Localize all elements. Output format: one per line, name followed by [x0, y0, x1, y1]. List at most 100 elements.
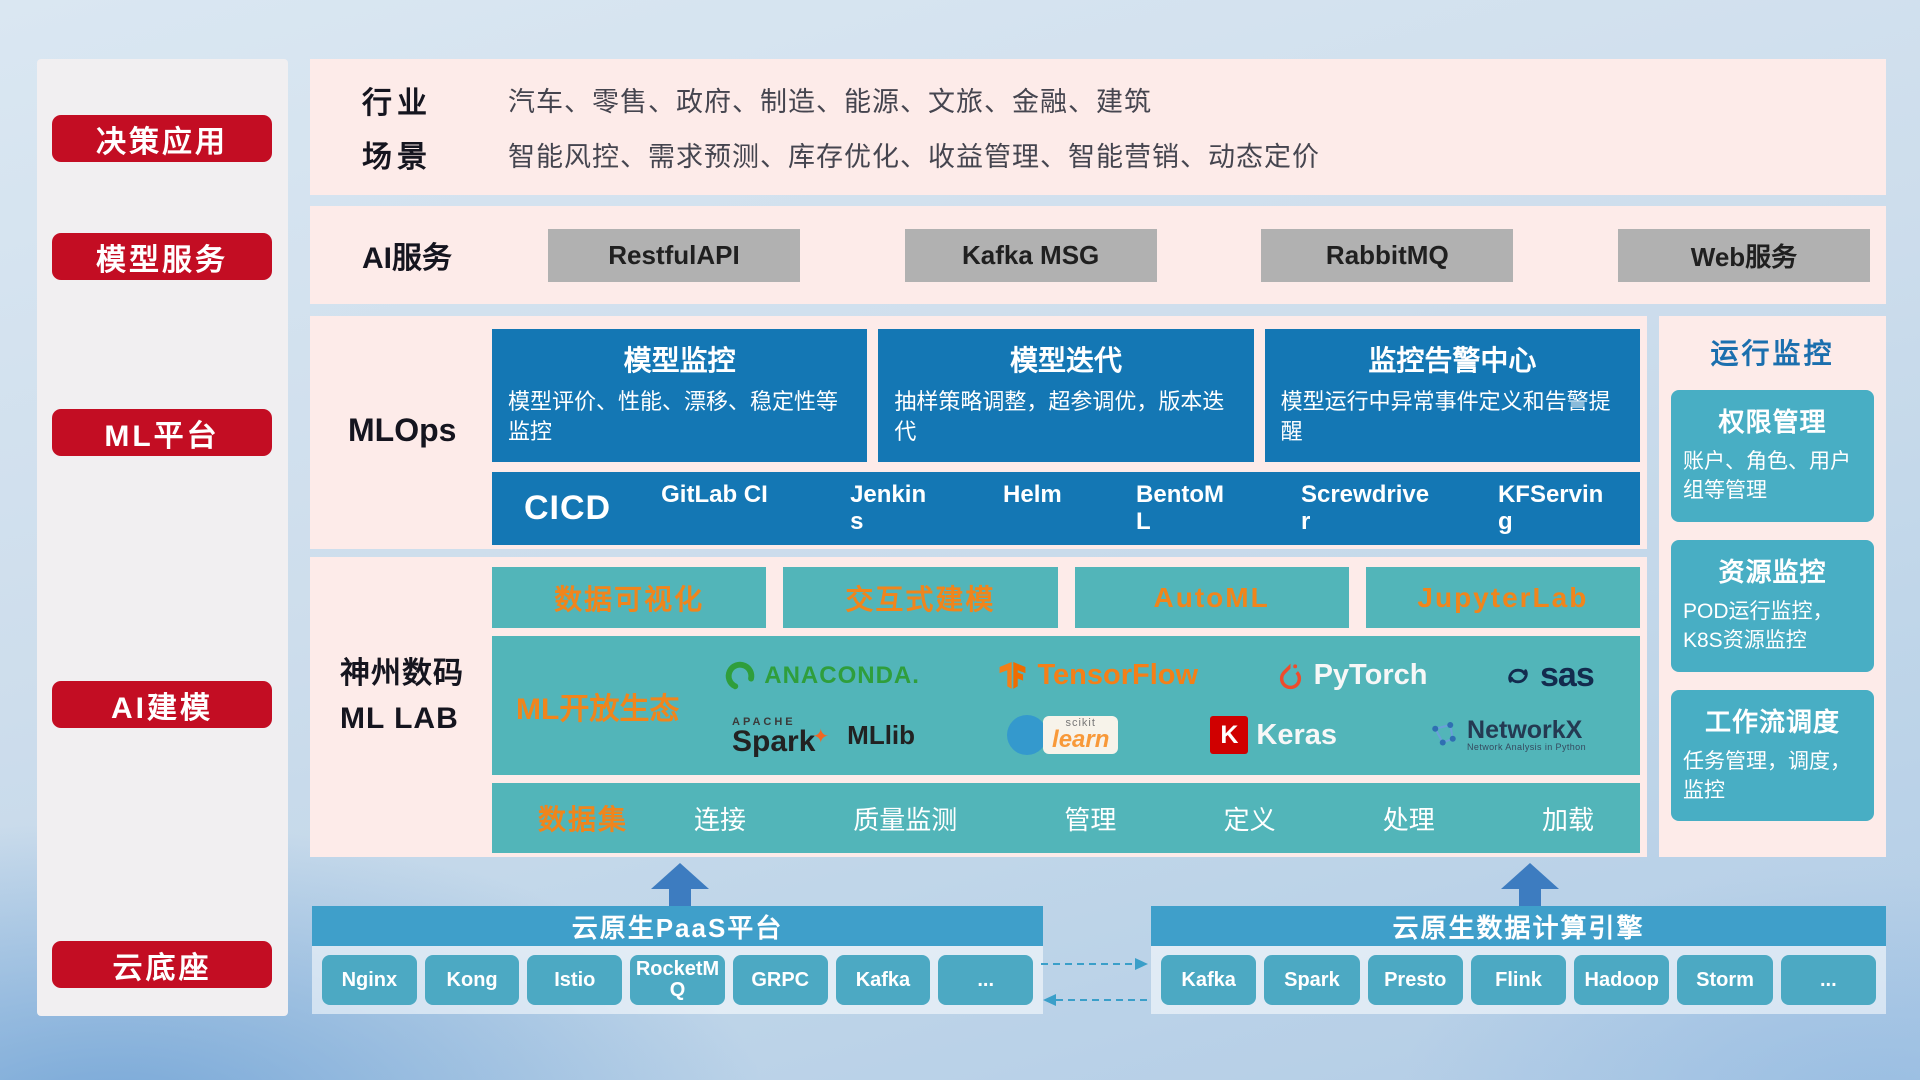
- sidebar: 决策应用 模型服务 ML平台 AI建模 云底座: [37, 59, 288, 1016]
- cicd-item-bentoml: BentoML: [1136, 480, 1224, 535]
- mlops-band: MLOps 模型监控 模型评价、性能、漂移、稳定性等监控 模型迭代 抽样策略调整…: [310, 316, 1647, 549]
- pytorch-icon: [1279, 663, 1301, 690]
- keras-k-icon: K: [1210, 716, 1249, 754]
- automl-button[interactable]: AutoML: [1074, 567, 1349, 628]
- dataset-item-define: 定义: [1223, 804, 1276, 835]
- mllab-label-line2: ML LAB: [340, 702, 459, 735]
- data-engine-components: Kafka Spark Presto Flink Hadoop Storm ..…: [1151, 946, 1886, 1014]
- up-arrow-left-head: [651, 863, 709, 889]
- dataset-item-connect: 连接: [694, 804, 747, 835]
- dashed-arrow-right: [1041, 958, 1148, 970]
- resource-monitoring-title: 资源监控: [1718, 556, 1827, 587]
- up-arrow-right: [1501, 863, 1559, 907]
- chip-grpc[interactable]: GRPC: [732, 955, 828, 1005]
- mllab-label-line1: 神州数码: [340, 657, 464, 690]
- ai-service-label: AI服务: [362, 242, 452, 275]
- cicd-item-screwdriver: Screwdriver: [1300, 480, 1430, 535]
- chip-storm[interactable]: Storm: [1677, 955, 1773, 1005]
- networkx-wordmark: NetworkX Network Analysis in Python: [1467, 717, 1586, 753]
- up-arrow-right-stem: [1519, 889, 1541, 907]
- ai-service-buttons: RestfulAPI Kafka MSG RabbitMQ Web服务: [548, 228, 1870, 282]
- chip-kong[interactable]: Kong: [424, 955, 520, 1005]
- spark-label: Spark: [732, 724, 816, 758]
- alert-center-title: 监控告警中心: [1368, 345, 1537, 376]
- scenario-row: 场景 智能风控、需求预测、库存优化、收益管理、智能营销、动态定价: [362, 132, 1866, 176]
- cicd-bar: CICD GitLab CI Jenkins Helm BentoML Scre…: [492, 472, 1640, 545]
- rabbitmq-button[interactable]: RabbitMQ: [1261, 228, 1514, 282]
- chip-nginx[interactable]: Nginx: [322, 955, 417, 1005]
- up-arrow-right-head: [1501, 863, 1559, 889]
- tensorflow-icon: [1000, 662, 1026, 689]
- workflow-scheduling-card: 工作流调度 任务管理，调度，监控: [1671, 689, 1874, 822]
- scikit-learn-logo: scikit learn: [1007, 715, 1119, 755]
- chip-hadoop[interactable]: Hadoop: [1574, 955, 1670, 1005]
- dataset-item-load: 加载: [1541, 804, 1594, 835]
- networkx-subtitle: Network Analysis in Python: [1467, 742, 1586, 753]
- data-visualization-button[interactable]: 数据可视化: [492, 567, 767, 628]
- paas-components: Nginx Kong Istio RocketMQ GRPC Kafka ...: [312, 946, 1043, 1014]
- restful-api-button[interactable]: RestfulAPI: [548, 228, 800, 282]
- model-iteration-card: 模型迭代 抽样策略调整，超参调优，版本迭代: [878, 329, 1254, 462]
- kafka-msg-button[interactable]: Kafka MSG: [904, 228, 1157, 282]
- model-monitoring-card: 模型监控 模型评价、性能、漂移、稳定性等监控: [492, 329, 868, 462]
- up-arrow-left: [651, 863, 709, 907]
- chip-flink[interactable]: Flink: [1470, 955, 1567, 1005]
- sidebar-item-ml-platform[interactable]: ML平台: [52, 409, 272, 456]
- mllab-tools-row: 数据可视化 交互式建模 AutoML JupyterLab: [492, 567, 1640, 628]
- web-service-button[interactable]: Web服务: [1617, 228, 1870, 282]
- dataset-bar: 数据集 连接 质量监测 管理 定义 处理 加载: [492, 783, 1640, 853]
- eco-logos-row-1: ANACONDA. TensorFlow PyTorch sas: [686, 656, 1632, 695]
- dashed-connector-arrows: [1041, 958, 1151, 1006]
- learn-label: learn: [1052, 725, 1110, 753]
- chip-istio[interactable]: Istio: [527, 955, 623, 1005]
- permission-management-card: 权限管理 账户、角色、用户组等管理: [1671, 390, 1874, 522]
- spark-wordmark: APACHE Spark✦: [732, 716, 829, 758]
- sidebar-item-decision-apps[interactable]: 决策应用: [52, 115, 272, 162]
- chip-paas-more[interactable]: ...: [938, 955, 1034, 1005]
- interactive-modeling-button[interactable]: 交互式建模: [783, 567, 1058, 628]
- chip-spark[interactable]: Spark: [1264, 955, 1360, 1005]
- sidebar-item-cloud-base[interactable]: 云底座: [52, 941, 272, 988]
- mllab-label: 神州数码 ML LAB: [340, 651, 464, 741]
- chip-kafka[interactable]: Kafka: [835, 955, 931, 1005]
- sidebar-item-ai-modeling[interactable]: AI建模: [52, 681, 272, 728]
- industry-scenario-band: 行业 汽车、零售、政府、制造、能源、文旅、金融、建筑 场景 智能风控、需求预测、…: [310, 59, 1886, 195]
- scikit-label: scikit: [1065, 716, 1096, 729]
- cicd-item-helm: Helm: [1003, 480, 1062, 508]
- workflow-scheduling-desc: 任务管理，调度，监控: [1683, 749, 1851, 802]
- pytorch-label: PyTorch: [1313, 659, 1428, 691]
- chip-kafka-2[interactable]: Kafka: [1161, 955, 1257, 1005]
- eco-logos-row-2: APACHE Spark✦ MLlib scikit learn: [686, 715, 1632, 758]
- networkx-label: NetworkX: [1467, 716, 1583, 745]
- chip-presto[interactable]: Presto: [1367, 955, 1463, 1005]
- anaconda-logo: ANACONDA.: [724, 660, 920, 692]
- chip-engine-more[interactable]: ...: [1780, 955, 1876, 1005]
- industry-label: 行业: [362, 86, 432, 120]
- jupyterlab-button[interactable]: JupyterLab: [1365, 567, 1640, 628]
- networkx-icon: [1432, 722, 1456, 746]
- keras-logo: K Keras: [1210, 716, 1337, 754]
- paas-header: 云原生PaaS平台: [312, 906, 1043, 946]
- networkx-logo: NetworkX Network Analysis in Python: [1429, 717, 1586, 753]
- sidebar-item-model-service[interactable]: 模型服务: [52, 233, 272, 280]
- dataset-item-quality: 质量监测: [853, 804, 958, 835]
- dashed-arrow-left: [1043, 994, 1151, 1006]
- cicd-items: GitLab CI Jenkins Helm BentoML Screwdriv…: [661, 480, 1608, 536]
- ml-open-ecosystem-box: ML开放生态 ANACONDA. TensorFlow: [492, 636, 1640, 775]
- tensorflow-label: TensorFlow: [1037, 659, 1199, 691]
- workflow-scheduling-title: 工作流调度: [1704, 706, 1840, 737]
- alert-center-desc: 模型运行中异常事件定义和告警提醒: [1280, 389, 1611, 444]
- mllab-content: 数据可视化 交互式建模 AutoML JupyterLab ML开放生态 ANA…: [492, 567, 1640, 853]
- sas-icon: [1508, 668, 1528, 683]
- permission-management-desc: 账户、角色、用户组等管理: [1683, 450, 1851, 503]
- scenario-label: 场景: [362, 141, 432, 175]
- model-iteration-title: 模型迭代: [1009, 345, 1122, 376]
- tensorflow-logo: TensorFlow: [996, 659, 1198, 692]
- cicd-item-gitlab-ci: GitLab CI: [661, 480, 768, 508]
- model-monitoring-title: 模型监控: [623, 345, 736, 376]
- scikit-wordmark: scikit learn: [1043, 715, 1119, 755]
- chip-rocketmq[interactable]: RocketMQ: [630, 955, 725, 1005]
- dataset-item-process: 处理: [1382, 804, 1435, 835]
- resource-monitoring-card: 资源监控 POD运行监控，K8S资源监控: [1671, 539, 1874, 672]
- mlops-cards: 模型监控 模型评价、性能、漂移、稳定性等监控 模型迭代 抽样策略调整，超参调优，…: [492, 329, 1640, 462]
